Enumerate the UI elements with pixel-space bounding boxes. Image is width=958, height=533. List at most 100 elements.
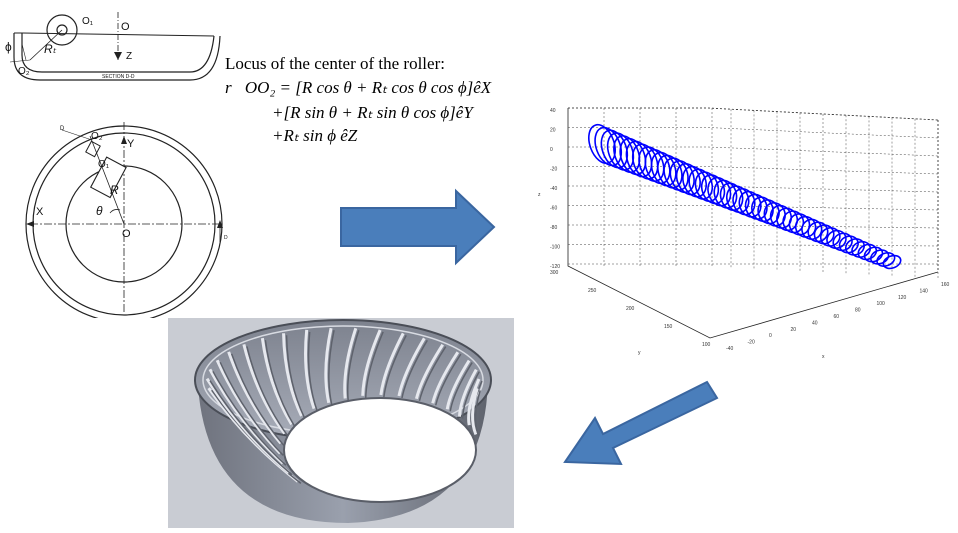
x-axis-ticks: -40 -20 0 20 40 60 80 100 120 140 160 bbox=[726, 282, 950, 352]
x-tick-label: 140 bbox=[920, 288, 929, 294]
y-axis-label: y bbox=[638, 350, 641, 356]
cam-groove bbox=[242, 344, 286, 435]
label-o2-section: O₂ bbox=[18, 66, 30, 77]
locus-equation-line-1: r⃗OO₂ = [R cos θ + Rₜ cos θ cos ϕ]êX bbox=[225, 78, 492, 97]
grid-line bbox=[568, 107, 939, 121]
cam-groove-shadow bbox=[230, 353, 285, 446]
plan-view: D O₂ Y O₁ R X θ O D bbox=[25, 122, 228, 318]
cam-groove-shadow bbox=[401, 339, 428, 399]
section-view: O₁ O Z ϕ Rₜ O₂ SECTION D-D bbox=[5, 12, 221, 81]
locus-title: Locus of the center of the roller: bbox=[225, 54, 445, 73]
cam-groove bbox=[414, 343, 444, 400]
z-tick-label: -80 bbox=[550, 225, 557, 231]
cam-groove-shadow bbox=[328, 330, 335, 405]
locus-curve bbox=[588, 123, 902, 270]
rendered-cam-image bbox=[194, 319, 492, 523]
grid-line bbox=[568, 146, 939, 157]
arrow-down-left bbox=[563, 380, 719, 466]
arrow-right bbox=[340, 188, 496, 266]
cam-groove-shadow bbox=[474, 390, 481, 437]
y-tick-label: 200 bbox=[626, 306, 635, 312]
grid-line bbox=[568, 127, 939, 139]
cam-groove-shadow bbox=[219, 361, 284, 456]
cam-groove bbox=[227, 351, 282, 445]
z-tick-label: 0 bbox=[550, 147, 553, 153]
x-tick-label: 20 bbox=[791, 327, 797, 333]
grid-line bbox=[568, 185, 939, 193]
z-tick-label: -60 bbox=[550, 206, 557, 212]
y-tick-label: 250 bbox=[588, 288, 597, 294]
label-o-section: O bbox=[121, 21, 130, 33]
z-tick-label: -120 bbox=[550, 264, 560, 270]
cam-grooves bbox=[205, 327, 483, 484]
label-y-axis: Y bbox=[127, 138, 135, 150]
cam-groove-shadow bbox=[449, 362, 473, 412]
z-tick-label: 20 bbox=[550, 128, 556, 134]
y-tick-label: 100 bbox=[702, 342, 711, 348]
cam-groove bbox=[467, 378, 481, 426]
x-tick-label: 80 bbox=[855, 308, 861, 314]
label-o-plan: O bbox=[122, 228, 131, 240]
z-tick-label: 40 bbox=[550, 108, 556, 114]
label-z: Z bbox=[126, 51, 132, 62]
cam-groove bbox=[397, 337, 426, 397]
helix-loop bbox=[863, 246, 884, 263]
cam-groove-shadow bbox=[209, 380, 293, 476]
x-tick-label: -40 bbox=[726, 346, 733, 352]
roller-body bbox=[89, 156, 127, 199]
y-tick-label: 300 bbox=[550, 270, 559, 276]
z-tick-label: -40 bbox=[550, 186, 557, 192]
rendered-cam-panel bbox=[168, 318, 514, 528]
grid-line bbox=[568, 244, 939, 247]
x-tick-label: 100 bbox=[877, 301, 886, 307]
x-axis-label: x bbox=[822, 354, 825, 360]
x-tick-label: 40 bbox=[812, 320, 818, 326]
helix-loop bbox=[869, 249, 890, 265]
cam-groove-shadow bbox=[246, 346, 289, 436]
cam-groove bbox=[431, 351, 460, 404]
cam-groove-shadow bbox=[383, 335, 407, 398]
z-axis-label: z bbox=[538, 192, 541, 198]
label-phi: ϕ bbox=[5, 40, 12, 54]
helix-loop bbox=[882, 254, 902, 270]
roller-hub bbox=[56, 24, 68, 36]
cam-groove-shadow bbox=[461, 371, 480, 419]
roller-circle bbox=[46, 14, 78, 46]
cam-groove bbox=[471, 388, 479, 436]
cam-groove bbox=[304, 329, 316, 410]
locus-equation-line-3: +Rₜ sin ϕ êZ bbox=[272, 126, 358, 145]
z-tick-label: -100 bbox=[550, 245, 560, 251]
label-d-side: D bbox=[224, 235, 228, 241]
x-tick-label: -20 bbox=[748, 340, 755, 346]
label-o1-plan: O₁ bbox=[98, 159, 110, 170]
cam-groove bbox=[282, 333, 303, 417]
y-axis-ticks: 300 250 200 150 100 bbox=[550, 270, 711, 348]
y-tick-label: 150 bbox=[664, 324, 673, 330]
locus-equation-line-2: +[R sin θ + Rₜ sin θ cos ϕ]êY bbox=[272, 103, 473, 122]
z-tick-label: -20 bbox=[550, 167, 557, 173]
x-tick-label: 160 bbox=[941, 282, 950, 288]
helix-loop bbox=[876, 252, 896, 267]
cam-groove-shadow bbox=[434, 353, 462, 406]
cam-groove-shadow bbox=[307, 331, 318, 411]
helix-loop bbox=[857, 243, 878, 261]
cam-groove-shadow bbox=[264, 340, 296, 427]
cam-groove bbox=[379, 332, 405, 396]
cam-groove bbox=[445, 359, 471, 410]
section-caption: SECTION D-D bbox=[102, 74, 135, 80]
label-rt: Rₜ bbox=[44, 42, 57, 56]
x-tick-label: 0 bbox=[769, 333, 772, 339]
label-theta: θ bbox=[96, 204, 103, 218]
cam-groove bbox=[361, 329, 382, 396]
helix-loop bbox=[851, 240, 872, 258]
x-tick-label: 120 bbox=[898, 295, 907, 301]
x-tick-label: 60 bbox=[834, 314, 840, 320]
cam-groove bbox=[458, 368, 478, 417]
label-d-top: D bbox=[60, 126, 65, 132]
label-r: R bbox=[110, 183, 119, 197]
cam-groove bbox=[343, 327, 358, 399]
cam-groove bbox=[260, 337, 293, 426]
cam-groove-shadow bbox=[347, 329, 360, 401]
label-x-axis: X bbox=[36, 206, 44, 218]
